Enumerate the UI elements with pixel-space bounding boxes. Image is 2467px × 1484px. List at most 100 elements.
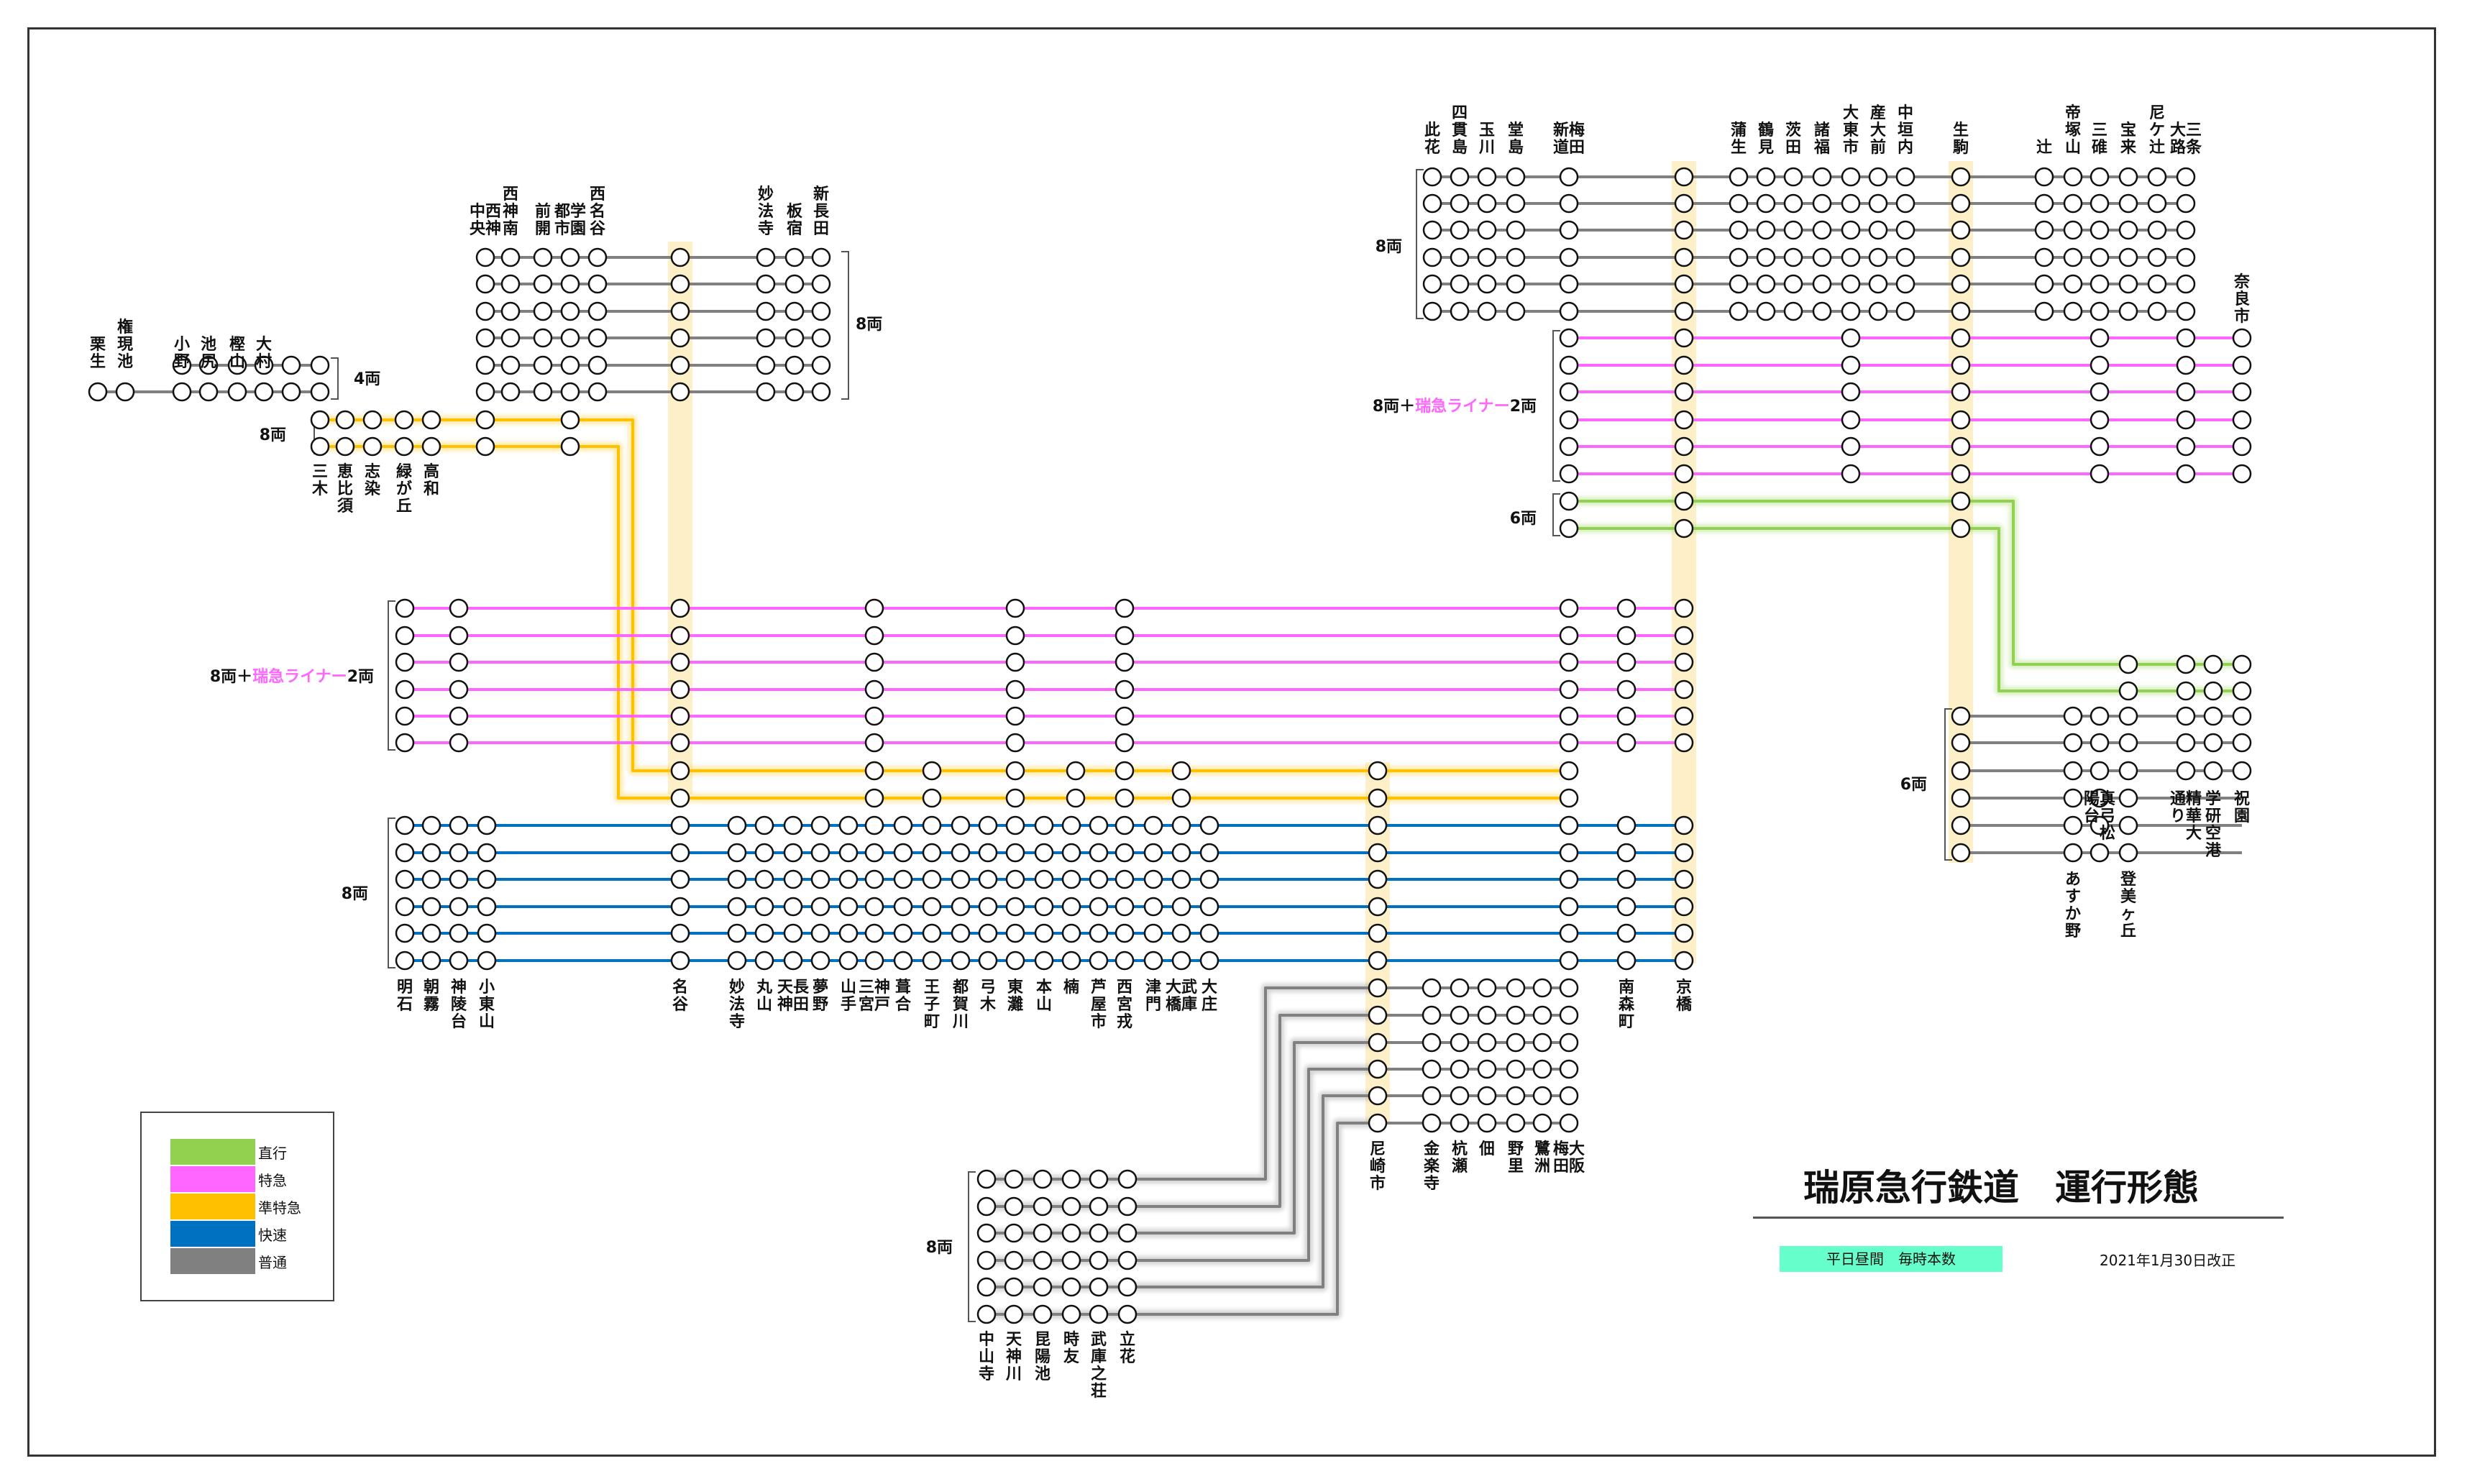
station-node: [1674, 733, 1694, 753]
legend-label: 快速: [258, 1227, 287, 1244]
station-label: 町: [924, 1013, 940, 1031]
station-node: [2147, 274, 2167, 294]
station-node: [670, 679, 690, 700]
line-label-osakawan: 大阪湾線: [1202, 214, 1271, 234]
station-node: [1117, 1223, 1138, 1243]
station-label: 宮: [859, 995, 874, 1014]
station-label: 山: [229, 353, 245, 371]
station-node: [1061, 1277, 1081, 1297]
station-node: [1616, 843, 1637, 863]
station-node: [727, 869, 747, 889]
station-label: 山: [479, 1013, 495, 1031]
car-bracket: [1552, 493, 1560, 536]
station-node: [1089, 1169, 1109, 1189]
station-node: [1895, 247, 1916, 267]
station-label: 名: [672, 978, 688, 997]
station-label: あ: [2065, 871, 2081, 889]
station-node: [2034, 167, 2054, 187]
station-node: [2232, 382, 2252, 402]
station-node: [1143, 897, 1163, 917]
station-node: [1506, 1032, 1526, 1053]
station-node: [1171, 788, 1191, 808]
station-node: [1033, 1196, 1053, 1217]
station-node: [810, 897, 830, 917]
car-count-label: 6両: [1900, 776, 1927, 794]
station-node: [1115, 843, 1135, 863]
station-node: [395, 869, 415, 889]
station-label: 石: [396, 996, 413, 1014]
station-node: [2034, 274, 2054, 294]
station-node: [1616, 897, 1637, 917]
station-node: [1559, 923, 1579, 943]
station-label: 田: [1569, 139, 1585, 157]
station-node: [1506, 274, 1526, 294]
station-node: [2118, 843, 2138, 863]
station-node: [1783, 247, 1803, 267]
station-label: 南: [503, 220, 518, 238]
station-node: [754, 869, 774, 889]
station-node: [1089, 923, 1109, 943]
station-node: [395, 626, 415, 646]
station-node: [922, 951, 942, 971]
station-label: 志: [365, 463, 380, 481]
station-node: [670, 652, 690, 672]
station-node: [951, 951, 971, 971]
station-node: [1559, 328, 1579, 348]
station-label: り: [2170, 807, 2186, 825]
station-node: [1841, 247, 1861, 267]
station-node: [2203, 733, 2223, 753]
station-node: [395, 843, 415, 863]
station-node: [2232, 706, 2252, 726]
station-label: 之: [1091, 1365, 1107, 1383]
station-node: [1005, 598, 1025, 618]
station-node: [1199, 897, 1219, 917]
station-node: [1450, 1059, 1470, 1079]
station-label: 葺: [895, 979, 911, 997]
station-label: 野: [2065, 922, 2081, 940]
station-node: [1199, 869, 1219, 889]
station-node: [1368, 843, 1388, 863]
station-node: [1674, 193, 1694, 214]
station-node: [838, 869, 859, 889]
station-node: [756, 355, 776, 375]
station-node: [500, 355, 521, 375]
station-node: [2118, 220, 2138, 240]
station-node: [670, 788, 690, 808]
station-label: 村: [256, 353, 272, 371]
station-node: [254, 382, 274, 402]
station-node: [783, 923, 803, 943]
station-label: す: [2065, 888, 2081, 906]
station-node: [1004, 1304, 1024, 1324]
station-node: [500, 382, 521, 402]
station-node: [1089, 815, 1109, 835]
station-label: 西: [503, 186, 518, 203]
station-node: [838, 897, 859, 917]
station-node: [1422, 274, 1442, 294]
station-node: [1674, 652, 1694, 672]
legend: 直行 特急 準特急 快速 普通: [140, 1112, 334, 1301]
station-node: [1841, 274, 1861, 294]
station-node: [2034, 193, 2054, 214]
station-node: [893, 923, 913, 943]
station-node: [1477, 247, 1497, 267]
station-label: 京: [1676, 978, 1692, 997]
station-node: [1559, 436, 1579, 457]
station-node: [2090, 328, 2110, 348]
station-node: [1674, 328, 1694, 348]
station-node: [864, 869, 884, 889]
station-node: [533, 355, 553, 375]
station-node: [1616, 923, 1637, 943]
station-node: [1674, 382, 1694, 402]
station-node: [727, 897, 747, 917]
station-label: 産: [1870, 104, 1886, 122]
station-node: [1422, 1086, 1442, 1106]
station-node: [1616, 951, 1637, 971]
station-node: [1532, 1086, 1552, 1106]
station-node: [2034, 220, 2054, 240]
station-node: [1089, 843, 1109, 863]
station-node: [1951, 491, 1971, 511]
station-node: [560, 436, 580, 457]
station-node: [864, 951, 884, 971]
station-node: [1841, 328, 1861, 348]
konyoike-local: [987, 1094, 1378, 1288]
